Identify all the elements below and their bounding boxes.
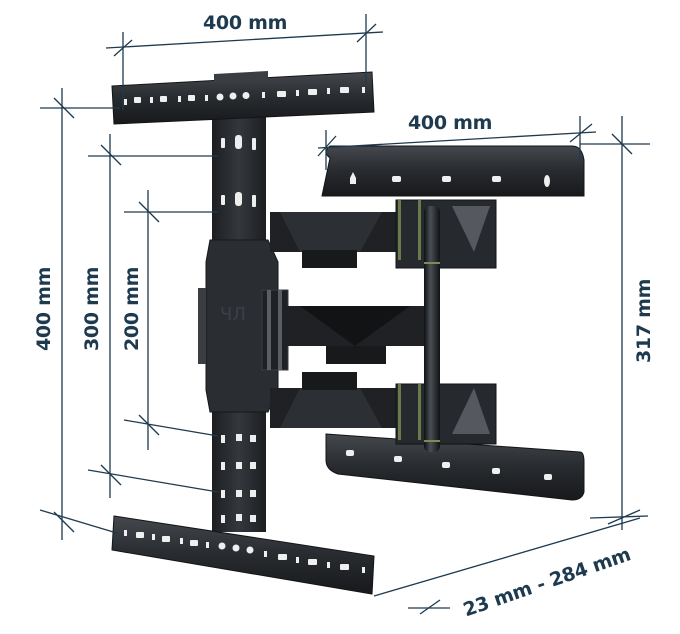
upper-tv-hinge	[395, 199, 497, 269]
tv-top-rail	[321, 145, 585, 197]
wall-plate-width-label: 400 mm	[203, 12, 288, 34]
dimension-lines	[39, 14, 650, 615]
svg-text:ЧЛ: ЧЛ	[220, 304, 246, 325]
top-wall-rail	[111, 71, 375, 125]
upper-arm	[270, 212, 400, 268]
tv-plate-height-label: 317 mm	[633, 278, 655, 363]
wall-column-hub: ЧЛ	[198, 239, 289, 413]
wall-plate-height-outer-label: 400 mm	[33, 266, 55, 351]
tv-bottom-rail	[325, 433, 585, 501]
pivot-pole	[424, 206, 440, 452]
bottom-wall-rail	[111, 515, 375, 595]
tv-plate-width-label: 400 mm	[408, 112, 493, 134]
lower-tv-hinge	[395, 383, 497, 445]
lower-arm	[270, 372, 400, 428]
wall-plate-height-mid-label: 300 mm	[81, 266, 103, 351]
middle-arm	[285, 306, 435, 364]
wall-plate-height-inner-label: 200 mm	[121, 266, 143, 351]
